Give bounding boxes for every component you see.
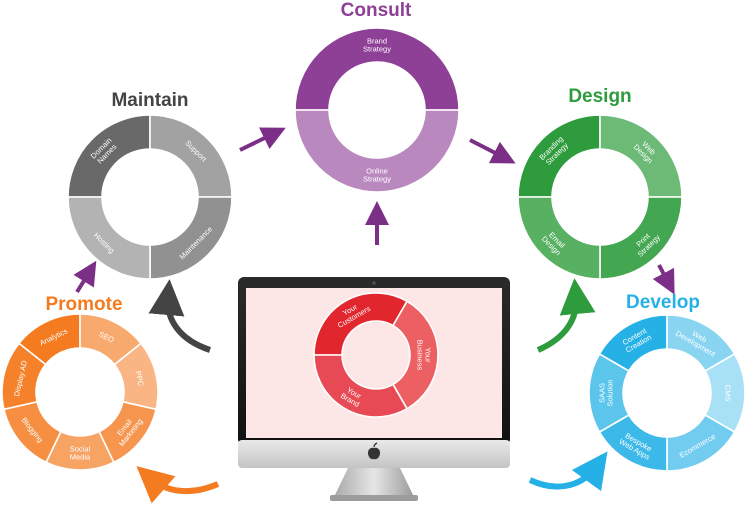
consult-segment-brand-strategy [294, 27, 460, 111]
promote-segment-display-ad [1, 342, 47, 411]
develop-title: Develop [626, 292, 700, 313]
arrow-center-to-maintain [148, 279, 212, 353]
develop-label-saas-solution: SAASSolution [597, 379, 614, 406]
maintain-title: Maintain [111, 90, 188, 111]
promote-label-ppc: PPC [133, 370, 145, 388]
maintain-segment-hosting [67, 196, 151, 280]
develop-label-cms: CMS [724, 385, 733, 402]
monitor-stand [334, 468, 414, 497]
arrow-center-to-promote [136, 466, 220, 504]
apple-logo-icon [368, 442, 380, 460]
arrow-center-to-develop [528, 451, 608, 492]
camera-dot [372, 281, 376, 285]
arrow-maintain-to-consult [239, 127, 286, 152]
monitor-base [330, 495, 418, 501]
center-segment-your-business [391, 300, 439, 410]
develop-segment-saas-solution [588, 352, 630, 434]
center-segment-your-brand [313, 354, 409, 418]
arrow-center-to-design [536, 278, 596, 353]
center-label-your-business: YourBusiness [416, 340, 433, 371]
center-segment-your-customers [313, 292, 409, 356]
arrow-promote-to-maintain [73, 260, 97, 294]
arrow-design-to-develop [652, 264, 675, 295]
promote-title: Promote [45, 294, 122, 315]
consult-title: Consult [341, 0, 412, 21]
consult-segment-online-strategy [294, 109, 460, 193]
arrow-consult-to-design [469, 138, 516, 164]
maintain-segment-support [149, 114, 233, 198]
maintain-segment-maintenance [149, 196, 233, 280]
design-segment-email-design [517, 196, 601, 280]
design-title: Design [568, 86, 631, 107]
